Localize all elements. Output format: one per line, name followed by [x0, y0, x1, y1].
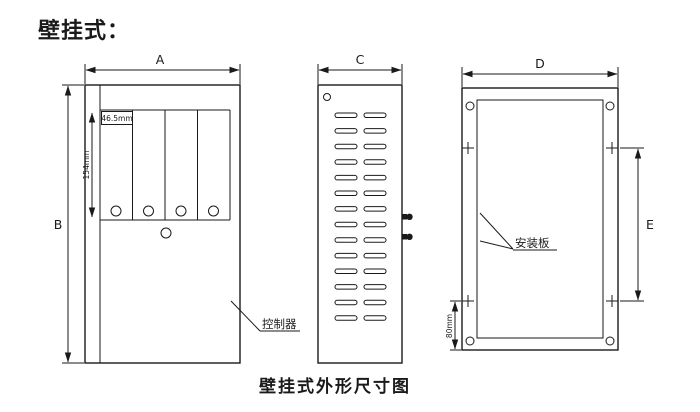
vent-slot	[334, 315, 358, 321]
vent-slot	[334, 112, 358, 118]
vent-slot	[363, 237, 387, 243]
depth-dim-c: C	[356, 52, 365, 67]
width-dim-a: A	[156, 52, 165, 67]
vent-slot	[363, 159, 387, 165]
vent-slot	[363, 112, 387, 118]
width-dim-d: D	[535, 56, 545, 71]
vent-slot	[334, 206, 358, 212]
vent-slot	[334, 284, 358, 290]
vent-slot	[363, 143, 387, 150]
vent-slot	[334, 237, 358, 243]
vent-slot	[334, 252, 358, 259]
vent-slot	[334, 159, 358, 165]
back-outline	[461, 87, 619, 351]
back-view: D E 80mm 安装板	[445, 56, 654, 351]
vent-slot	[363, 299, 387, 306]
front-outline	[84, 84, 241, 364]
mounting-hole	[465, 336, 475, 346]
vent-slot	[334, 190, 358, 196]
vent-slot	[363, 284, 387, 290]
screw-head	[406, 233, 413, 240]
offset-dim-80mm: 80mm	[445, 314, 454, 338]
vent-slot	[363, 221, 387, 228]
module-hole	[175, 205, 187, 217]
module-hole	[208, 205, 219, 217]
side-view: C	[317, 52, 403, 364]
vent-slot	[363, 190, 387, 196]
mounting-plate-callout: 安装板	[515, 236, 550, 250]
vent-slot	[334, 221, 358, 228]
fixing-points	[462, 142, 618, 307]
vent-slot	[334, 128, 358, 134]
center-hole	[160, 227, 172, 239]
page-title: 壁挂式：	[38, 18, 130, 44]
vent-slot	[334, 268, 358, 274]
vent-slot	[363, 174, 387, 181]
slot-height-dim: 154mm	[82, 151, 91, 180]
front-view: 46.5mm 154mm A B 控制器	[54, 52, 300, 364]
screw-head	[406, 213, 413, 220]
vent-slot	[363, 268, 387, 274]
module-hole	[110, 205, 122, 217]
mounting-plate	[476, 99, 604, 339]
vent-slot	[334, 299, 358, 306]
vent-slots	[334, 112, 387, 321]
vent-slot	[363, 128, 387, 134]
height-dim-b: B	[54, 217, 63, 232]
mounting-hole	[465, 101, 475, 111]
slot-width-dim: 46.5mm	[101, 114, 132, 123]
caption: 壁挂式外形尺寸图	[259, 376, 411, 397]
mounting-hole	[605, 101, 615, 111]
module-hole	[143, 205, 154, 217]
controller-callout: 控制器	[262, 317, 297, 331]
mounting-hole	[605, 336, 615, 346]
vent-slot	[363, 252, 387, 259]
height-dim-e: E	[646, 217, 654, 232]
vent-slot	[363, 206, 387, 212]
corner-hole	[323, 93, 331, 101]
terminal-screws	[402, 213, 413, 240]
vent-slot	[363, 315, 387, 321]
vent-slot	[334, 143, 358, 150]
vent-slot	[334, 174, 358, 181]
side-outline	[317, 84, 403, 364]
